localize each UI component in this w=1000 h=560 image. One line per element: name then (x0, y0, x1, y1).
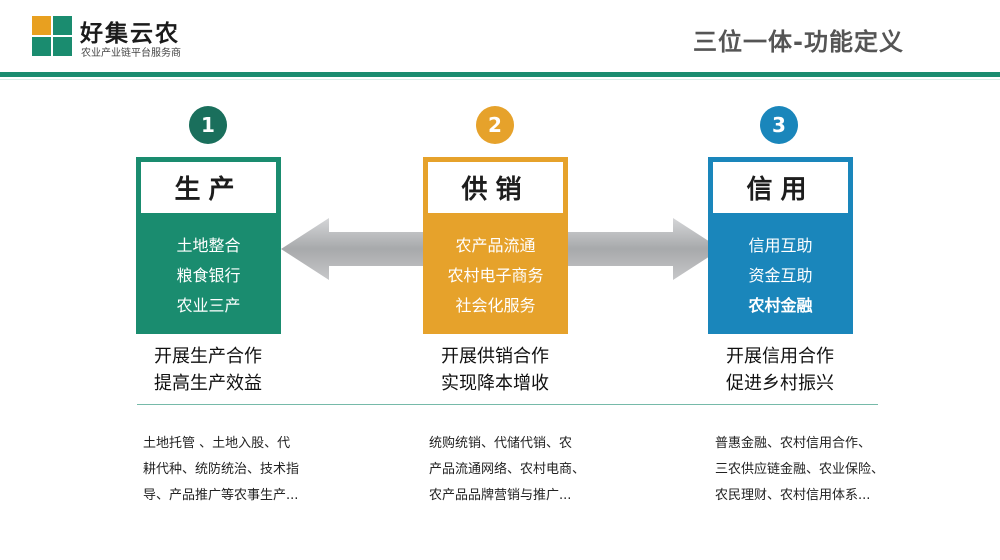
detail-line: 农民理财、农村信用体系... (715, 488, 871, 503)
production-summary: 开展生产合作 提高生产效益 (108, 343, 308, 397)
production-item: 农业三产 (176, 296, 241, 315)
supply-marketing-items: 农产品流通 农村电子商务 社会化服务 (423, 231, 568, 321)
credit-items: 信用互助 资金互助 农村金融 (708, 231, 853, 321)
summary-line: 实现降本增收 (441, 373, 549, 394)
credit-item: 信用互助 (748, 236, 813, 255)
summary-line: 开展供销合作 (441, 346, 549, 367)
detail-line: 三农供应链金融、农业保险、 (715, 462, 885, 477)
brand-logo (32, 16, 72, 56)
brand-subtitle: 农业产业链平台服务商 (81, 48, 181, 59)
header-divider (0, 72, 1000, 77)
production-heading: 生产 (141, 162, 276, 213)
production-items: 土地整合 粮食银行 农业三产 (136, 231, 281, 321)
detail-line: 耕代种、统防统治、技术指 (143, 462, 300, 477)
logo-square-orange (32, 16, 51, 35)
credit-summary: 开展信用合作 促进乡村振兴 (680, 343, 880, 397)
supply-marketing-card: 供销 农产品流通 农村电子商务 社会化服务 (423, 157, 568, 334)
logo-square-green (53, 16, 72, 35)
section-divider (137, 404, 878, 405)
detail-line: 产品流通网络、农村电商、 (429, 462, 586, 477)
production-item: 粮食银行 (176, 266, 241, 285)
detail-line: 普惠金融、农村信用合作、 (715, 436, 872, 451)
step-number-2: 2 (476, 106, 514, 144)
credit-card: 信用 信用互助 资金互助 农村金融 (708, 157, 853, 334)
supply-marketing-item: 农村电子商务 (447, 266, 544, 285)
credit-item: 农村金融 (748, 296, 813, 315)
summary-line: 提高生产效益 (154, 373, 262, 394)
logo-square-green (53, 37, 72, 56)
production-card: 生产 土地整合 粮食银行 农业三产 (136, 157, 281, 334)
credit-heading: 信用 (713, 162, 848, 213)
supply-marketing-heading: 供销 (428, 162, 563, 213)
supply-marketing-detail: 统购统销、代储代销、农 产品流通网络、农村电商、 农产品品牌营销与推广... (429, 431, 604, 509)
step-number-1: 1 (189, 106, 227, 144)
summary-line: 开展信用合作 (726, 346, 834, 367)
credit-item: 资金互助 (748, 266, 813, 285)
step-number-3: 3 (760, 106, 798, 144)
header-divider-thin (0, 79, 1000, 80)
production-detail: 土地托管 、土地入股、代 耕代种、统防统治、技术指 导、产品推广等农事生产... (143, 431, 318, 509)
brand-name: 好集云农 (80, 21, 180, 47)
detail-line: 导、产品推广等农事生产... (143, 488, 299, 503)
detail-line: 土地托管 、土地入股、代 (143, 436, 291, 451)
logo-square-green (32, 37, 51, 56)
slide-title: 三位一体-功能定义 (693, 28, 904, 56)
detail-line: 统购统销、代储代销、农 (429, 436, 573, 451)
production-item: 土地整合 (176, 236, 241, 255)
supply-marketing-item: 社会化服务 (455, 296, 536, 315)
credit-detail: 普惠金融、农村信用合作、 三农供应链金融、农业保险、 农民理财、农村信用体系..… (715, 431, 890, 509)
summary-line: 开展生产合作 (154, 346, 262, 367)
detail-line: 农产品品牌营销与推广... (429, 488, 572, 503)
supply-marketing-summary: 开展供销合作 实现降本增收 (395, 343, 595, 397)
supply-marketing-item: 农产品流通 (455, 236, 536, 255)
summary-line: 促进乡村振兴 (726, 373, 834, 394)
